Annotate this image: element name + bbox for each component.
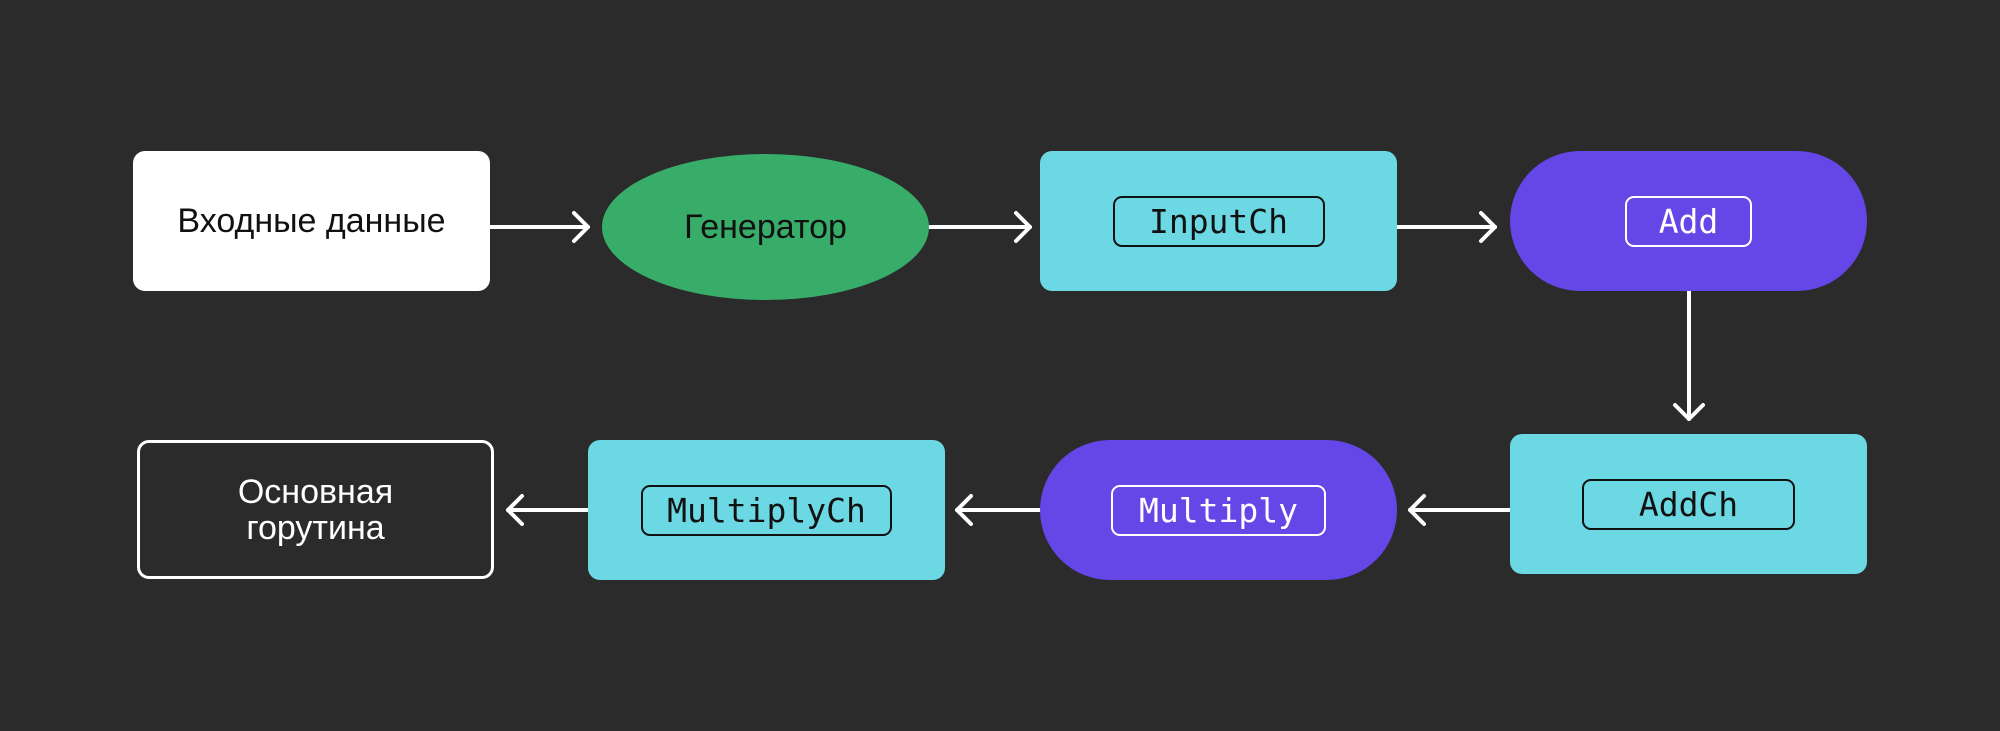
multiply-label: Multiply [1111, 484, 1326, 536]
main-goroutine-label: Основная горутина [238, 474, 393, 546]
multiplych-channel-node: MultiplyCh [588, 440, 945, 580]
addch-label: AddCh [1582, 478, 1795, 530]
arrow-input-to-generator [488, 211, 590, 243]
arrow-add-to-addch [1673, 289, 1705, 421]
arrow-generator-to-inputch [927, 211, 1032, 243]
input-data-label: Входные данные [177, 202, 446, 240]
arrow-addch-to-multiply [1408, 494, 1512, 526]
generator-node: Генератор [602, 154, 929, 300]
main-goroutine-node: Основная горутина [137, 440, 494, 579]
inputch-label: InputCh [1112, 195, 1325, 247]
addch-channel-node: AddCh [1510, 434, 1867, 574]
add-function-node: Add [1510, 151, 1867, 291]
arrow-inputch-to-add [1395, 211, 1497, 243]
inputch-channel-node: InputCh [1040, 151, 1397, 291]
main-goroutine-label-line1: Основная [237, 472, 394, 511]
input-data-node: Входные данные [133, 151, 490, 291]
multiply-function-node: Multiply [1040, 440, 1397, 580]
main-goroutine-label-line2: горутина [246, 508, 385, 547]
add-label: Add [1625, 195, 1752, 247]
arrow-multiply-to-multiplych [955, 494, 1042, 526]
arrow-multiplych-to-main [506, 494, 590, 526]
multiplych-label: MultiplyCh [641, 484, 892, 536]
generator-label: Генератор [684, 208, 847, 246]
